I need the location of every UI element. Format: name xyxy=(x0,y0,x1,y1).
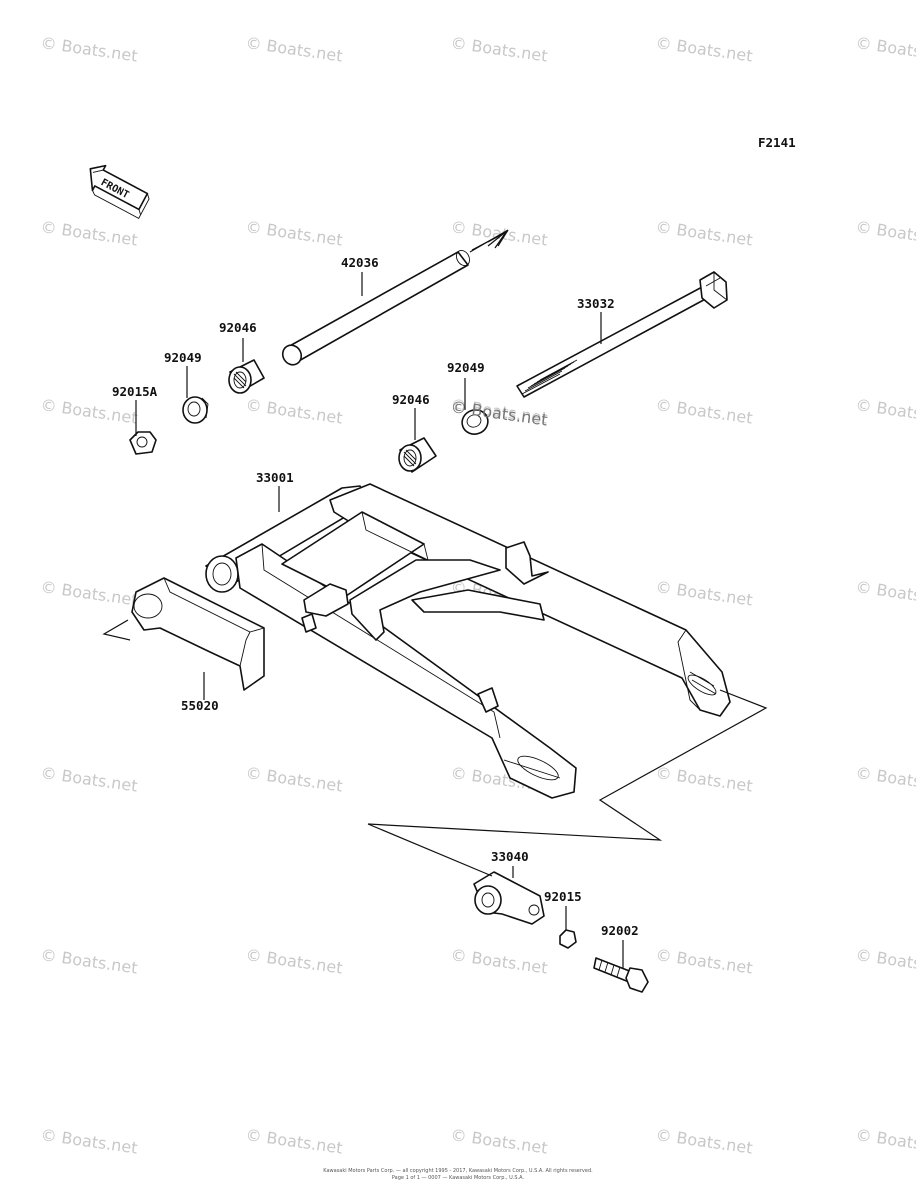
part-label: 55020 xyxy=(181,698,219,713)
part-label: 92015A xyxy=(112,384,158,399)
watermark: © Boats.net xyxy=(449,33,548,65)
watermark: © Boats.net xyxy=(854,577,916,609)
part-92049-seal-left xyxy=(182,396,209,424)
watermark: © Boats.net xyxy=(654,33,753,65)
watermark: © Boats.net xyxy=(39,217,138,249)
watermark: © Boats.net xyxy=(244,1125,343,1157)
part-label: 33032 xyxy=(577,296,615,311)
part-33001-swingarm xyxy=(205,483,731,799)
watermark: © Boats.net xyxy=(654,1125,753,1157)
watermark: © Boats.net xyxy=(854,217,916,249)
part-92015-nut xyxy=(559,929,577,949)
watermark: © Boats.net xyxy=(244,217,343,249)
watermark: © Boats.net xyxy=(654,395,753,427)
part-label: 33040 xyxy=(491,849,529,864)
watermark: © Boats.net xyxy=(39,577,138,609)
part-92049-seal-right xyxy=(461,409,489,435)
watermark: © Boats.net xyxy=(39,395,138,427)
watermark: © Boats.net xyxy=(449,1125,548,1157)
watermark: © Boats.net xyxy=(654,217,753,249)
part-33040-chain-adjuster xyxy=(473,871,545,925)
part-label: 92046 xyxy=(392,392,430,407)
footer-copyright: Kawasaki Motors Parts Corp. — all copyri… xyxy=(323,1168,593,1174)
watermark: © Boats.net xyxy=(39,33,138,65)
watermark: © Boats.net xyxy=(39,945,138,977)
part-label: 92002 xyxy=(601,923,639,938)
footer-page: Page 1 of 1 — 0007 — Kawasaki Motors Cor… xyxy=(392,1175,525,1181)
watermark: © Boats.net xyxy=(244,763,343,795)
part-33032-bolt xyxy=(516,271,728,398)
figure-code: F2141 xyxy=(758,135,796,150)
watermark: © Boats.net xyxy=(854,763,916,795)
part-label: 92049 xyxy=(164,350,202,365)
assembly-line-adjuster xyxy=(367,823,493,877)
watermark: © Boats.net xyxy=(654,945,753,977)
watermark: © Boats.net xyxy=(654,763,753,795)
assembly-line-lower xyxy=(367,689,768,841)
watermark: © Boats.net xyxy=(854,395,916,427)
watermark: © Boats.net xyxy=(39,763,138,795)
part-92046-bearing-right xyxy=(398,437,437,473)
part-92015A-nut xyxy=(129,431,157,455)
leader-lines xyxy=(135,272,624,968)
part-42036-sleeve xyxy=(281,229,509,366)
part-92046-bearing-left xyxy=(228,359,265,394)
part-label: 92046 xyxy=(219,320,257,335)
watermark: © Boats.net xyxy=(244,945,343,977)
part-label: 42036 xyxy=(341,255,379,270)
front-arrow-icon: FRONT xyxy=(89,164,150,219)
watermark: © Boats.net xyxy=(854,945,916,977)
watermark: © Boats.net xyxy=(39,1125,138,1157)
part-92002-bolt xyxy=(593,957,649,993)
watermark: © Boats.net xyxy=(854,1125,916,1157)
part-label: 92015 xyxy=(544,889,582,904)
watermark: © Boats.net xyxy=(244,33,343,65)
watermark: © Boats.net xyxy=(654,577,753,609)
watermark: © Boats.net xyxy=(244,395,343,427)
part-55020-chain-guard xyxy=(102,577,265,691)
watermark: © Boats.net xyxy=(854,33,916,65)
part-labels: 42036 33032 92046 92049 92015A 92049 920… xyxy=(112,255,639,938)
watermark: © Boats.net xyxy=(449,945,548,977)
part-label: 33001 xyxy=(256,470,294,485)
part-label: 92049 xyxy=(447,360,485,375)
